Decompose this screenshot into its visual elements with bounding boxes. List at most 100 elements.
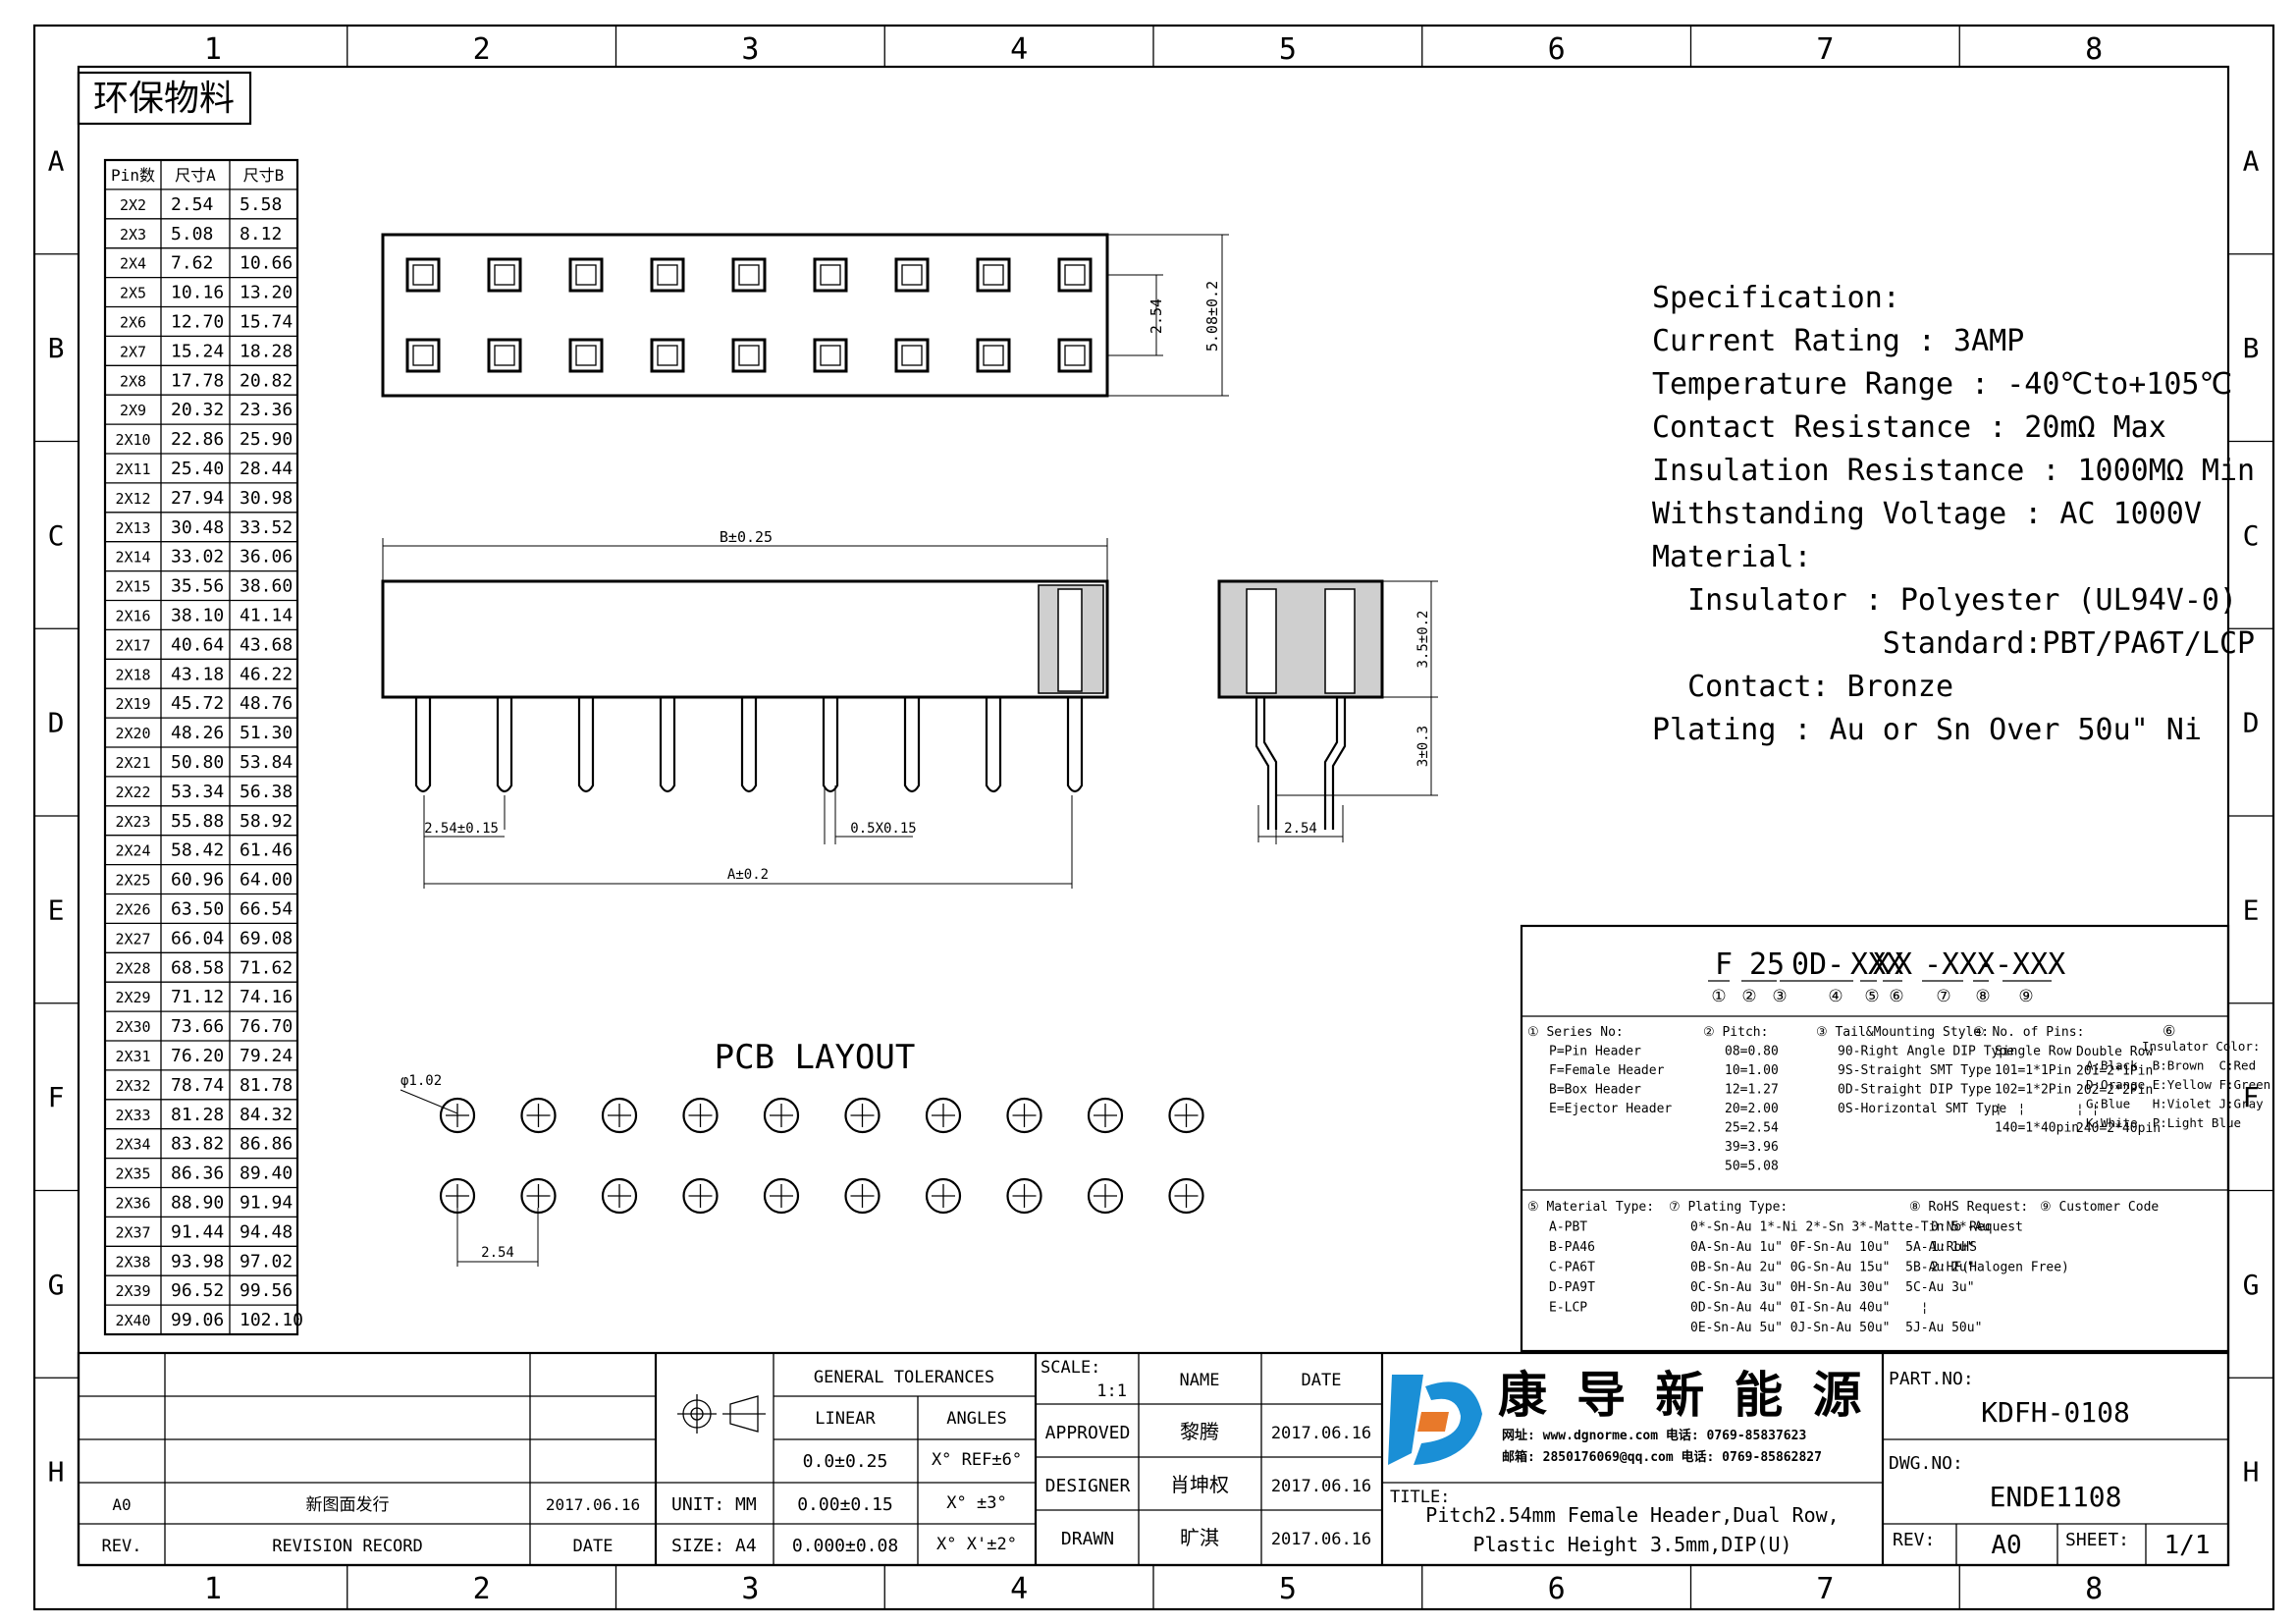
title-line-2: Plastic Height 3.5mm,DIP(U) <box>1472 1533 1791 1556</box>
pcb-hole <box>1006 1177 1042 1215</box>
zone-row-left: A <box>48 144 65 177</box>
zone-col-top: 1 <box>204 32 222 67</box>
sheet-value: 1/1 <box>2164 1531 2211 1560</box>
table-cell: 102.10 <box>240 1310 303 1330</box>
pin <box>985 697 1002 793</box>
table-header: 尺寸B <box>243 166 285 185</box>
pcb-hole <box>1087 1177 1124 1215</box>
company-name: 康 导 新 能 源 <box>1498 1367 1861 1424</box>
spec-line: Plating : Au or Sn Over 50u" Ni <box>1652 713 2202 747</box>
table-cell: 48.76 <box>240 693 293 714</box>
part-no-value: KDFH-0108 <box>1981 1396 2130 1429</box>
table-cell: 94.48 <box>240 1221 293 1242</box>
table-cell: 91.94 <box>240 1193 293 1214</box>
pin <box>577 697 595 793</box>
legend-pitch: 39=3.96 <box>1725 1140 1779 1155</box>
legend-pins: 102=1*2Pin <box>1995 1083 2071 1098</box>
legend-series: E=Ejector Header <box>1549 1102 1672 1116</box>
part-code-index: ⑤ <box>1864 987 1879 1006</box>
table-cell: 41.14 <box>240 606 293 626</box>
zone-col-bottom: 5 <box>1279 1572 1297 1606</box>
table-cell: 2X36 <box>115 1195 150 1213</box>
table-cell: 81.28 <box>171 1105 224 1125</box>
tol-angle-1: X° REF±6° <box>932 1450 1022 1470</box>
table-cell: 15.24 <box>171 341 224 361</box>
cavity-outer <box>487 338 522 373</box>
table-cell: 96.52 <box>171 1280 224 1301</box>
zone-col-bottom: 4 <box>1010 1572 1028 1606</box>
pin <box>496 697 513 793</box>
zone-col-top: 7 <box>1816 32 1834 67</box>
table-cell: 93.98 <box>171 1251 224 1272</box>
rev-header-record: REVISION RECORD <box>272 1537 423 1556</box>
role-name: 黎腾 <box>1180 1420 1219 1443</box>
legend-customer: ⑨ Customer Code <box>2040 1200 2159 1215</box>
table-cell: 38.60 <box>240 576 293 597</box>
table-cell: 2X20 <box>115 725 150 742</box>
side-view: 3.5±0.2 3±0.3 2.54 <box>1217 579 1438 844</box>
pin <box>903 697 921 793</box>
table-cell: 71.62 <box>240 957 293 978</box>
table-cell: 2X13 <box>115 519 150 537</box>
cavity-outer <box>731 257 767 293</box>
cavity-inner <box>1064 264 1086 286</box>
zone-col-bottom: 3 <box>741 1572 759 1606</box>
eco-label: 环保物料 <box>77 71 252 126</box>
tol-linear-2: 0.00±0.15 <box>797 1494 893 1515</box>
legend-color-mark: ⑥ <box>2163 1022 2175 1040</box>
cavity-inner <box>575 264 597 286</box>
rev-label: REV: <box>1893 1530 1935 1550</box>
cavity-inner <box>1064 345 1086 366</box>
table-cell: 2X35 <box>115 1165 150 1183</box>
table-cell: 88.90 <box>171 1193 224 1214</box>
cavity-outer <box>976 257 1011 293</box>
dwg-no-value: ENDE1108 <box>1990 1481 2122 1513</box>
table-cell: 50.80 <box>171 752 224 773</box>
rev-header-rev: REV. <box>102 1537 142 1556</box>
legend-plating: 0B-Sn-Au 2u" 0G-Sn-Au 15u" 5B-Au 2u" <box>1690 1261 1975 1275</box>
zone-row-left: H <box>48 1456 65 1489</box>
role-date: 2017.06.16 <box>1271 1530 1371 1549</box>
pcb-hole <box>601 1097 638 1134</box>
cavity-inner <box>657 345 678 366</box>
table-cell: 78.74 <box>171 1075 224 1096</box>
table-cell: 2X23 <box>115 813 150 831</box>
cavity-outer <box>405 257 441 293</box>
zone-col-top: 6 <box>1548 32 1566 67</box>
table-cell: 83.82 <box>171 1134 224 1155</box>
zone-col-bottom: 1 <box>204 1572 222 1606</box>
table-cell: 2X37 <box>115 1223 150 1241</box>
role-name: 肖坤权 <box>1170 1473 1229 1496</box>
dim-body-height: 3.5±0.2 <box>1415 610 1431 668</box>
cavity-inner <box>412 264 434 286</box>
cavity-inner <box>820 264 841 286</box>
pcb-hole <box>844 1177 881 1215</box>
table-cell: 30.98 <box>240 488 293 509</box>
table-cell: 86.86 <box>240 1134 293 1155</box>
part-code-segment: X <box>1873 947 1891 982</box>
legend-pins2: Double Row <box>2076 1045 2153 1059</box>
zone-row-left: E <box>48 893 65 926</box>
zone-row-right: A <box>2243 144 2260 177</box>
cavity-outer <box>976 338 1011 373</box>
legend-color: D:Orange E:Yellow F:Green <box>2086 1077 2270 1092</box>
pcb-hole <box>763 1097 800 1134</box>
zone-row-right: B <box>2243 332 2260 364</box>
table-cell: 53.34 <box>171 782 224 802</box>
table-cell: 60.96 <box>171 870 224 891</box>
table-cell: 10.66 <box>240 253 293 274</box>
legend-rohs: 2:HF(Halogen Free) <box>1931 1261 2069 1275</box>
table-cell: 2X34 <box>115 1136 150 1154</box>
cavity-outer <box>405 338 441 373</box>
role-name: 旷淇 <box>1180 1526 1219 1549</box>
pin <box>822 697 839 793</box>
table-cell: 2X9 <box>120 402 146 419</box>
projection-symbol-icon <box>677 1394 766 1434</box>
table-cell: 23.36 <box>240 400 293 420</box>
legend-rohs: 1:RoHS <box>1931 1240 1977 1255</box>
legend-color: A:Black B:Brown C:Red <box>2086 1058 2256 1073</box>
table-cell: 38.10 <box>171 606 224 626</box>
table-cell: 2X12 <box>115 490 150 508</box>
legend-pins2: ¦ ¦ <box>2076 1103 2099 1117</box>
